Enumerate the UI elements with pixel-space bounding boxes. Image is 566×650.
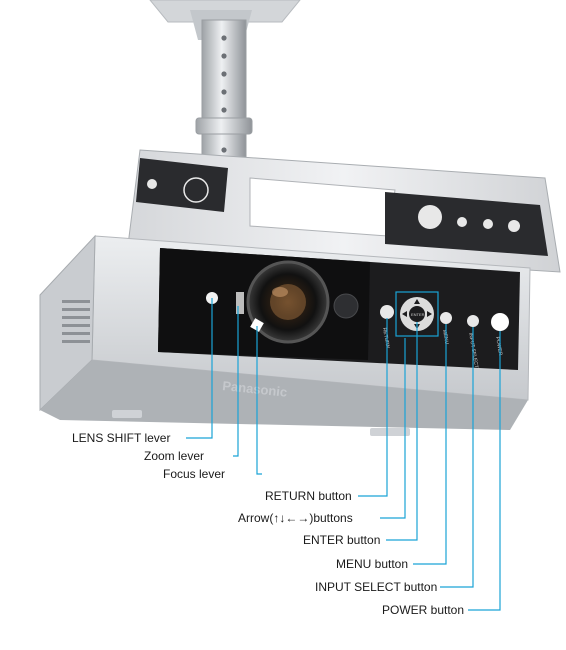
arrow-left-icon bbox=[402, 311, 407, 317]
arrow-right-icon bbox=[427, 311, 432, 317]
label-lens-shift-lever: LENS SHIFT lever bbox=[72, 431, 171, 445]
label-arrow-buttons: Arrow(↑↓←→)buttons bbox=[238, 511, 353, 525]
callout-line-input-select bbox=[440, 327, 474, 588]
panel-power-text: POWER bbox=[494, 336, 503, 356]
callout-lines bbox=[186, 298, 501, 611]
callout-line-lens-shift bbox=[186, 298, 213, 439]
panel-return-text: RETURN bbox=[381, 327, 391, 349]
label-zoom-lever: Zoom lever bbox=[144, 449, 205, 463]
label-focus-lever: Focus lever bbox=[163, 467, 226, 481]
arrow-up-icon bbox=[414, 299, 420, 304]
panel-menu-text: MENU bbox=[441, 329, 450, 345]
label-input-select-button: INPUT SELECT button bbox=[315, 580, 438, 594]
callout-line-return bbox=[358, 318, 388, 497]
label-power-button: POWER button bbox=[382, 603, 465, 617]
control-panel: RETURN ENTER MENU INPUT SELECT POWER bbox=[380, 291, 509, 369]
callout-line-arrow bbox=[380, 338, 406, 519]
projector-body: RETURN ENTER MENU INPUT SELECT POWER Pan… bbox=[39, 149, 561, 436]
callout-line-zoom bbox=[233, 306, 239, 457]
label-return-button: RETURN button bbox=[265, 489, 352, 503]
label-menu-button: MENU button bbox=[336, 557, 409, 571]
label-enter-button: ENTER button bbox=[303, 533, 381, 547]
callout-line-focus bbox=[256, 326, 262, 475]
panel-enter-text: ENTER bbox=[411, 312, 425, 317]
callout-line-power bbox=[468, 331, 501, 611]
callout-line-enter bbox=[386, 322, 418, 541]
callout-line-menu bbox=[413, 324, 447, 565]
